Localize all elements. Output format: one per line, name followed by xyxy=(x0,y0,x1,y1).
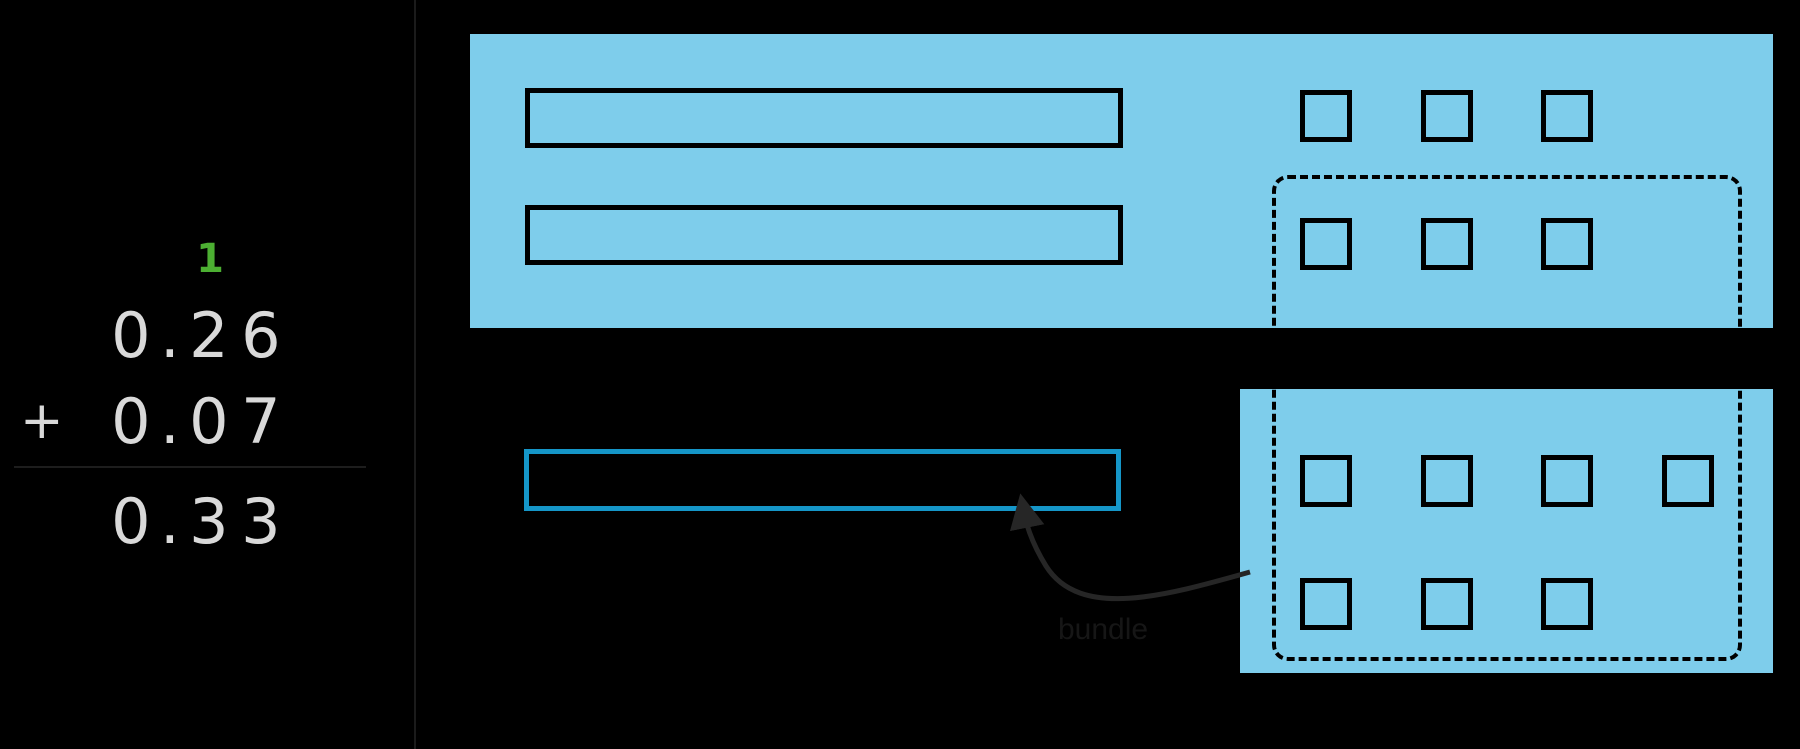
unit-bar-1 xyxy=(525,88,1123,148)
bundle-grouping-outline xyxy=(1272,175,1742,661)
addend1-decimal-point: . xyxy=(160,298,186,372)
addend2-tenths: 0 xyxy=(189,384,235,458)
addend1-ones: 0 xyxy=(111,298,157,372)
sum-rule-line xyxy=(14,466,366,468)
unit-square-top-a3 xyxy=(1541,90,1593,142)
sum-tenths: 3 xyxy=(189,484,235,558)
plus-operator: + xyxy=(20,391,64,451)
sum-row: 0 . 3 3 xyxy=(0,478,400,564)
carry-digits: 1 xyxy=(82,236,290,282)
unit-square-top-b1 xyxy=(1300,218,1352,270)
unit-bar-2 xyxy=(525,205,1123,265)
bundle-arrow-icon xyxy=(1009,493,1251,602)
addend2-hundredths: 7 xyxy=(241,384,287,458)
unit-square-bottom-a1 xyxy=(1300,455,1352,507)
unit-square-bottom-b3 xyxy=(1541,578,1593,630)
pane-divider xyxy=(414,0,416,749)
addend2-decimal-point: . xyxy=(160,384,186,458)
addend-row-2: + 0 . 0 7 xyxy=(0,378,400,464)
addend1-hundredths: 6 xyxy=(241,298,287,372)
unit-square-bottom-b1 xyxy=(1300,578,1352,630)
answer-unit-bar[interactable] xyxy=(524,449,1121,511)
unit-square-top-b2 xyxy=(1421,218,1473,270)
top-block-panel xyxy=(470,34,1773,328)
sum-digits: 0 . 3 3 xyxy=(108,485,290,558)
sum-hundredths: 3 xyxy=(241,484,287,558)
addend2-digits: 0 . 0 7 xyxy=(108,385,290,458)
unit-square-bottom-a3 xyxy=(1541,455,1593,507)
unit-square-bottom-a4 xyxy=(1662,455,1714,507)
unit-square-top-a1 xyxy=(1300,90,1352,142)
unit-square-bottom-b2 xyxy=(1421,578,1473,630)
vertical-addition-worksheet: 1 0 . 2 6 + 0 . 0 7 0 . xyxy=(0,230,400,570)
addend1-digits: 0 . 2 6 xyxy=(108,299,290,372)
unit-square-top-a2 xyxy=(1421,90,1473,142)
unit-square-bottom-a2 xyxy=(1421,455,1473,507)
sum-decimal-point: . xyxy=(160,484,186,558)
carry-row: 1 xyxy=(0,230,400,288)
bundle-label: bundle xyxy=(1058,613,1149,646)
addend1-tenths: 2 xyxy=(189,298,235,372)
sum-ones: 0 xyxy=(111,484,157,558)
addend-row-1: 0 . 2 6 xyxy=(0,292,400,378)
addend2-ones: 0 xyxy=(111,384,157,458)
carry-digit-1: 1 xyxy=(196,236,228,282)
unit-square-top-b3 xyxy=(1541,218,1593,270)
